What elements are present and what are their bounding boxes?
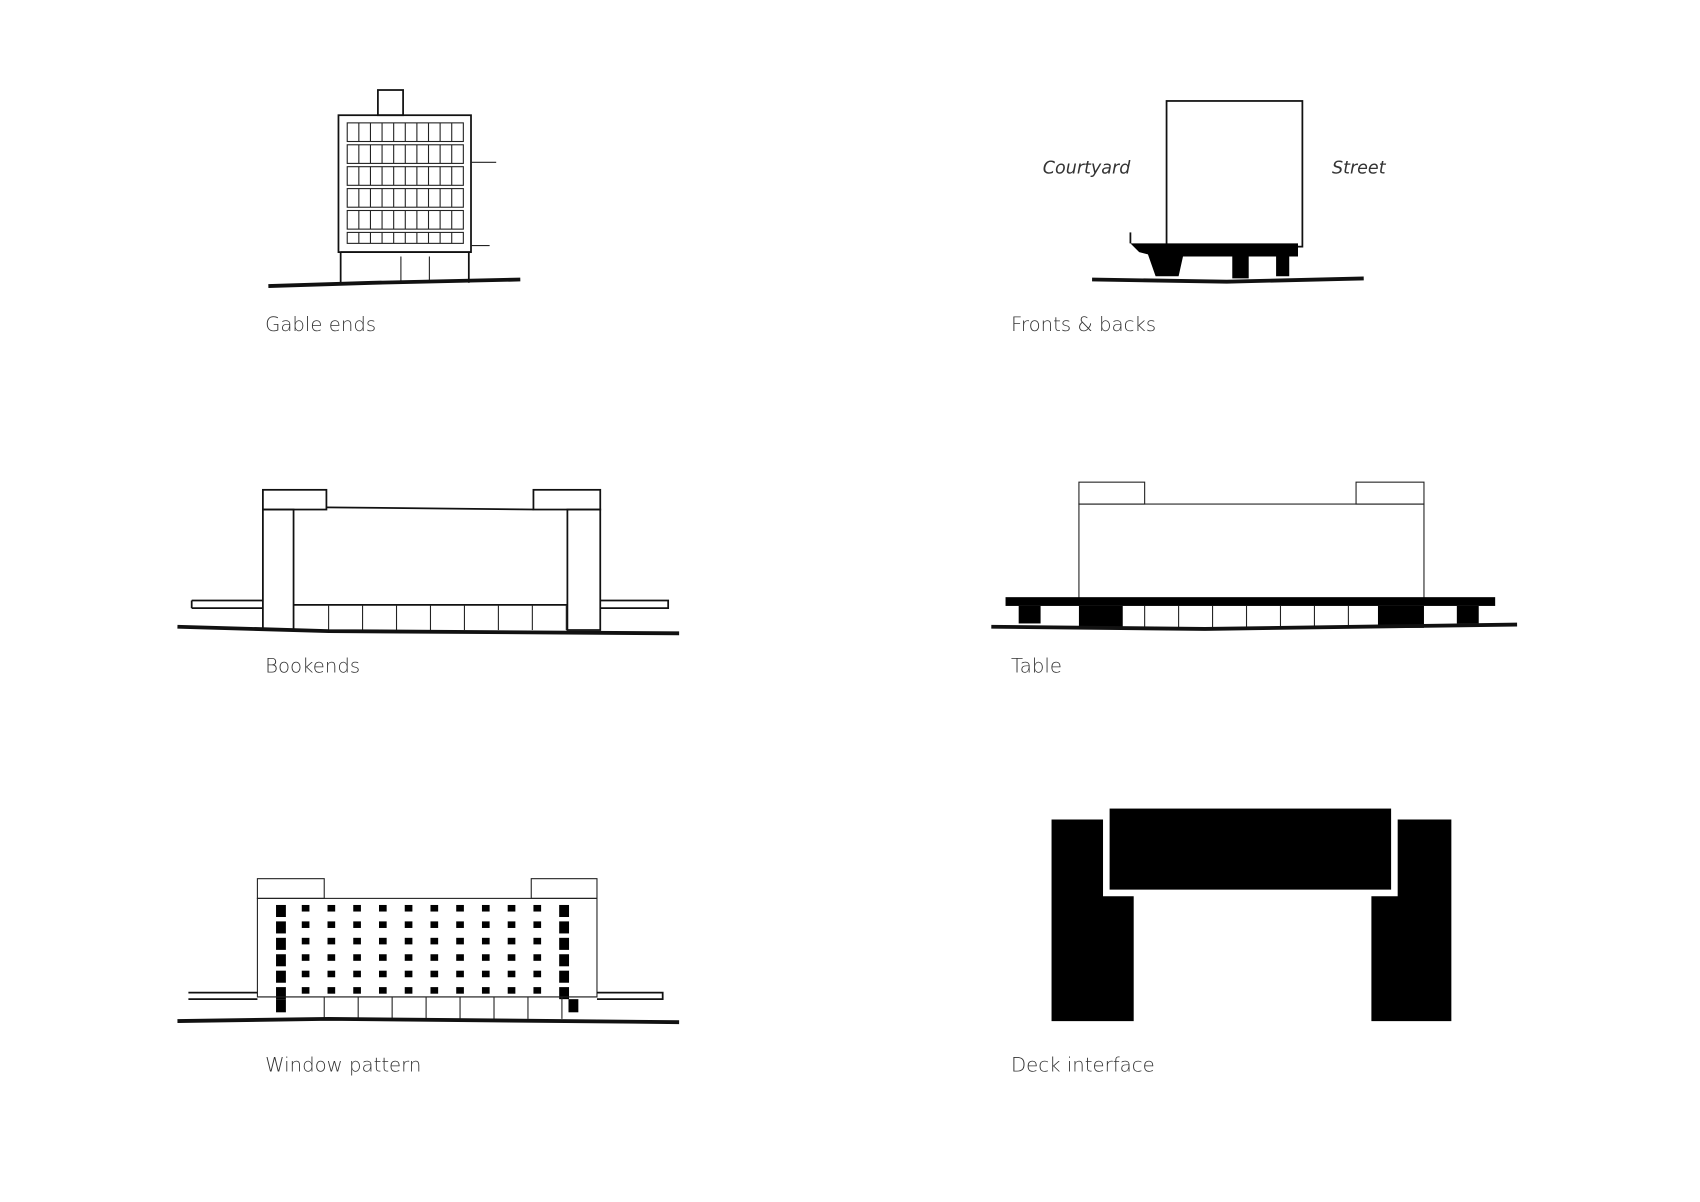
label-table: Table bbox=[1011, 655, 1062, 678]
window-mark bbox=[276, 987, 286, 1000]
window-mark bbox=[353, 921, 361, 928]
window-mark bbox=[404, 987, 413, 994]
window-mark bbox=[430, 954, 439, 961]
window-mark bbox=[456, 954, 464, 961]
window-mark bbox=[327, 904, 336, 912]
window-mark bbox=[533, 921, 542, 928]
window-mark bbox=[507, 970, 516, 978]
window-mark bbox=[456, 921, 464, 928]
window-mark bbox=[533, 904, 542, 912]
window-mark bbox=[301, 970, 310, 978]
window-mark bbox=[533, 970, 542, 978]
window-mark bbox=[456, 937, 464, 945]
window-mark bbox=[559, 937, 570, 950]
label-deck-interface: Deck interface bbox=[1011, 1053, 1155, 1076]
window-mark bbox=[404, 970, 413, 978]
window-mark bbox=[456, 904, 464, 912]
window-mark bbox=[276, 904, 286, 918]
window-mark bbox=[533, 937, 542, 945]
label-window-pattern: Window pattern bbox=[265, 1053, 421, 1076]
window-mark bbox=[430, 987, 439, 994]
window-mark bbox=[327, 921, 336, 928]
window-mark bbox=[559, 921, 570, 934]
window-mark bbox=[353, 954, 361, 961]
window-mark bbox=[404, 954, 413, 961]
annotation-street: Street bbox=[1332, 158, 1387, 178]
window-mark bbox=[456, 970, 464, 978]
right-block bbox=[1371, 819, 1452, 1022]
table-sketch bbox=[991, 481, 1518, 631]
window-mark bbox=[276, 970, 286, 983]
window-mark bbox=[404, 904, 413, 912]
window-mark bbox=[481, 954, 490, 961]
window-mark bbox=[404, 921, 413, 928]
window-mark bbox=[507, 937, 516, 945]
window-mark bbox=[430, 904, 439, 912]
window-pattern-sketch bbox=[177, 878, 680, 1025]
window-mark bbox=[533, 987, 542, 994]
label-bookends: Bookends bbox=[265, 655, 360, 678]
window-mark bbox=[481, 937, 490, 945]
annotation-courtyard: Courtyard bbox=[1043, 158, 1131, 178]
label-fronts-backs: Fronts & backs bbox=[1011, 313, 1156, 336]
window-mark bbox=[378, 954, 387, 961]
window-mark bbox=[301, 987, 310, 994]
deck-bar bbox=[1109, 808, 1392, 890]
window-mark bbox=[481, 921, 490, 928]
gable-ends-sketch bbox=[268, 89, 521, 288]
window-mark bbox=[404, 937, 413, 945]
window-mark bbox=[378, 970, 387, 978]
window-mark bbox=[327, 954, 336, 961]
window-mark bbox=[559, 954, 570, 967]
window-mark bbox=[481, 987, 490, 994]
window-mark bbox=[378, 904, 387, 912]
window-mark bbox=[327, 987, 336, 994]
window-mark bbox=[559, 970, 570, 983]
window-mark bbox=[353, 904, 361, 912]
fronts-backs-sketch bbox=[1092, 100, 1364, 284]
window-mark bbox=[276, 937, 286, 950]
window-mark bbox=[481, 970, 490, 978]
window-mark bbox=[507, 921, 516, 928]
window-mark bbox=[507, 954, 516, 961]
window-mark bbox=[568, 999, 579, 1013]
window-mark bbox=[353, 970, 361, 978]
deck-interface-diagram bbox=[1051, 808, 1452, 1022]
window-mark bbox=[481, 904, 490, 912]
window-mark bbox=[327, 937, 336, 945]
label-gable-ends: Gable ends bbox=[265, 313, 376, 336]
window-mark bbox=[276, 954, 286, 967]
window-mark bbox=[301, 954, 310, 961]
window-mark bbox=[456, 987, 464, 994]
window-mark bbox=[430, 970, 439, 978]
window-mark bbox=[559, 987, 570, 1000]
window-mark bbox=[559, 904, 570, 918]
window-mark bbox=[276, 921, 286, 934]
window-mark bbox=[378, 937, 387, 945]
bookends-sketch bbox=[177, 488, 680, 636]
window-mark bbox=[301, 921, 310, 928]
window-mark bbox=[378, 921, 387, 928]
window-mark bbox=[430, 937, 439, 945]
window-mark bbox=[353, 937, 361, 945]
window-mark bbox=[430, 921, 439, 928]
window-mark bbox=[507, 904, 516, 912]
window-mark bbox=[507, 987, 516, 994]
window-mark bbox=[327, 970, 336, 978]
window-mark bbox=[276, 999, 286, 1013]
window-mark bbox=[533, 954, 542, 961]
window-mark bbox=[378, 987, 387, 994]
window-mark bbox=[353, 987, 361, 994]
window-mark bbox=[301, 937, 310, 945]
window-mark bbox=[301, 904, 310, 912]
left-block bbox=[1051, 819, 1134, 1022]
